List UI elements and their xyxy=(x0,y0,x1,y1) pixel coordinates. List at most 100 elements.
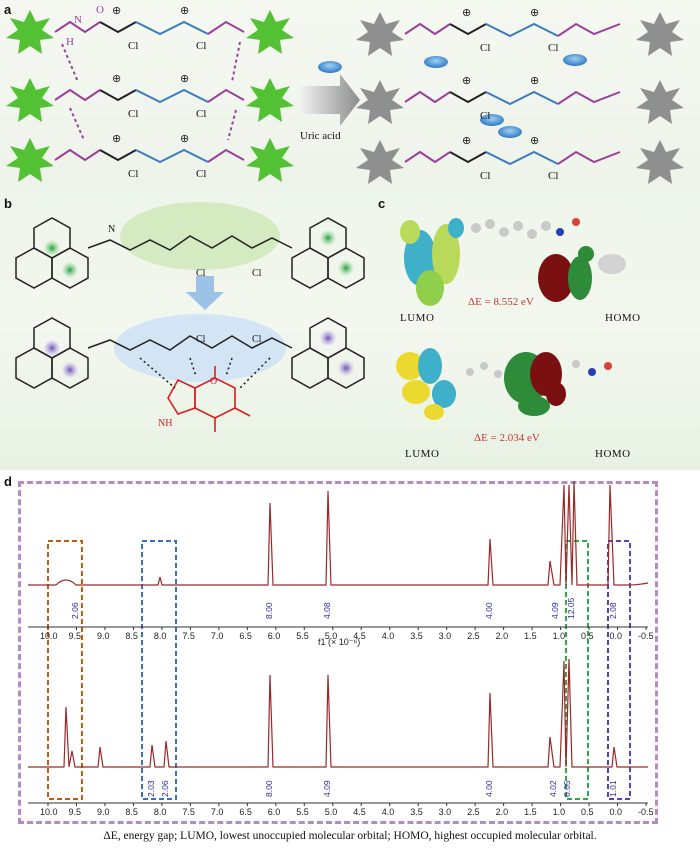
gray-star-icon xyxy=(356,80,404,124)
molecule-skeleton-bottom xyxy=(466,360,612,378)
homo-label-bottom: HOMO xyxy=(595,448,631,460)
x-axis-tick-label: 3.5 xyxy=(410,631,423,641)
x-axis-tick-label: 5.0 xyxy=(325,631,338,641)
integration-label: 4.09 xyxy=(322,780,332,797)
reaction-arrow-label: Uric acid xyxy=(300,130,341,142)
x-axis-tick-label: 6.0 xyxy=(268,631,281,641)
integration-label: 4.00 xyxy=(484,780,494,797)
orbital-homo-top xyxy=(538,246,626,302)
x-axis-tick-label: 0.5 xyxy=(581,631,594,641)
spectrum-top xyxy=(28,481,649,586)
x-axis-tick-label: 2.0 xyxy=(496,807,509,817)
x-axis-tick-label: 1.0 xyxy=(553,631,566,641)
lumo-label-bottom: LUMO xyxy=(405,448,440,460)
atom-label-cl: Cl xyxy=(128,108,139,120)
panel-a-letter: a xyxy=(4,2,12,17)
svg-text:⊕: ⊕ xyxy=(462,135,471,147)
panel-d-letter: d xyxy=(4,474,12,489)
x-axis-tick-label: 6.5 xyxy=(239,631,252,641)
region-box-methyl xyxy=(565,540,589,800)
gray-star-icon xyxy=(636,12,684,56)
atom-label-cl: Cl xyxy=(196,168,207,180)
x-axis-tick-label: 3.0 xyxy=(439,807,452,817)
gray-star-icon xyxy=(356,140,404,184)
integration-label: 2.06 xyxy=(70,602,80,619)
atom-label-cl: Cl xyxy=(128,168,139,180)
molecule-skeleton-top xyxy=(471,218,580,239)
x-axis-tick-label: 3.5 xyxy=(410,807,423,817)
svg-text:⊕: ⊕ xyxy=(180,133,189,145)
x-axis-tick-label: 8.0 xyxy=(154,807,167,817)
integration-label: 12.05 xyxy=(566,597,576,619)
gray-star-icons xyxy=(356,12,684,184)
nmr-frame xyxy=(18,481,658,824)
integration-label: 8.00 xyxy=(264,602,274,619)
integration-label: 4.02 xyxy=(548,780,558,797)
svg-text:⊕: ⊕ xyxy=(112,73,121,85)
atom-label-cl: Cl xyxy=(196,334,206,345)
x-axis-tick-label: 0.0 xyxy=(610,807,623,817)
x-axis-tick-label: 8.0 xyxy=(154,631,167,641)
atom-label-o: O xyxy=(96,4,104,16)
region-box-aromatic xyxy=(141,540,177,800)
figure-caption: ΔE, energy gap; LUMO, lowest unoccupied … xyxy=(103,830,597,842)
svg-text:⊕: ⊕ xyxy=(180,73,189,85)
panel-c-letter: c xyxy=(378,196,386,211)
integration-label: 4.08 xyxy=(322,602,332,619)
atom-label-cl: Cl xyxy=(128,40,139,52)
x-axis-tick-label: 2.0 xyxy=(496,631,509,641)
green-star-icon xyxy=(6,138,54,182)
uric-acid-icon xyxy=(318,61,342,73)
homo-label-top: HOMO xyxy=(605,312,641,324)
x-axis-tick-label: 9.5 xyxy=(68,807,81,817)
uric-acid-icon xyxy=(498,126,522,138)
atom-label-cl: Cl xyxy=(480,42,491,54)
svg-text:⊕: ⊕ xyxy=(530,7,539,19)
gray-star-icon xyxy=(636,80,684,124)
atom-label-cl: Cl xyxy=(480,170,491,182)
integration-label: 2.08 xyxy=(608,602,618,619)
uric-acid-icon xyxy=(480,114,504,126)
orbital-lumo-top xyxy=(400,218,464,306)
x-axis-tick-label: 6.0 xyxy=(268,807,281,817)
atom-label-cl: Cl xyxy=(548,170,559,182)
panel-bc-background xyxy=(0,188,700,470)
x-axis-tick-label: 2.5 xyxy=(467,807,480,817)
x-axis-tick-label: 10.0 xyxy=(40,631,58,641)
panel-b-structure xyxy=(15,202,365,432)
x-axis-tick-label: 9.0 xyxy=(97,631,110,641)
x-axis-tick-label: 4.0 xyxy=(382,807,395,817)
x-axis-tick-label: 7.0 xyxy=(211,807,224,817)
x-axis-tick-label: 5.0 xyxy=(325,807,338,817)
energy-gap-top: ΔE = 8.552 eV xyxy=(468,296,534,308)
svg-text:⊕: ⊕ xyxy=(112,133,121,145)
atom-label-n: N xyxy=(108,224,116,235)
green-star-icon xyxy=(246,10,294,54)
x-axis-tick-label: 7.0 xyxy=(211,631,224,641)
atom-label-h: H xyxy=(66,36,74,48)
region-box-alkyl xyxy=(607,540,631,800)
panel-b-letter: b xyxy=(4,196,12,211)
atom-label-cl: Cl xyxy=(196,108,207,120)
atom-label-cl: Cl xyxy=(196,40,207,52)
integration-label: 2.06 xyxy=(160,780,170,797)
x-axis-tick-label: 8.5 xyxy=(125,807,138,817)
x-axis-tick-label: 10.0 xyxy=(40,807,58,817)
integration-label: 4.00 xyxy=(484,602,494,619)
lumo-label-top: LUMO xyxy=(400,312,435,324)
svg-text:⊕: ⊕ xyxy=(530,75,539,87)
gray-star-icon xyxy=(356,12,404,56)
x-axis-tick-label: 0.0 xyxy=(610,631,623,641)
atom-label-o: O xyxy=(210,376,218,387)
x-axis-tick-label: 7.5 xyxy=(182,807,195,817)
svg-text:⊕: ⊕ xyxy=(530,135,539,147)
x-axis-tick-label: -0.5 xyxy=(638,807,654,817)
gray-star-icon xyxy=(636,140,684,184)
atom-label-cl: Cl xyxy=(548,42,559,54)
x-axis-tick-label: 5.5 xyxy=(296,807,309,817)
uric-acid-icon xyxy=(563,54,587,66)
green-star-icon xyxy=(246,78,294,122)
svg-text:⊕: ⊕ xyxy=(112,5,121,17)
x-axis-tick-label: -0.5 xyxy=(638,631,654,641)
green-star-icon xyxy=(6,78,54,122)
